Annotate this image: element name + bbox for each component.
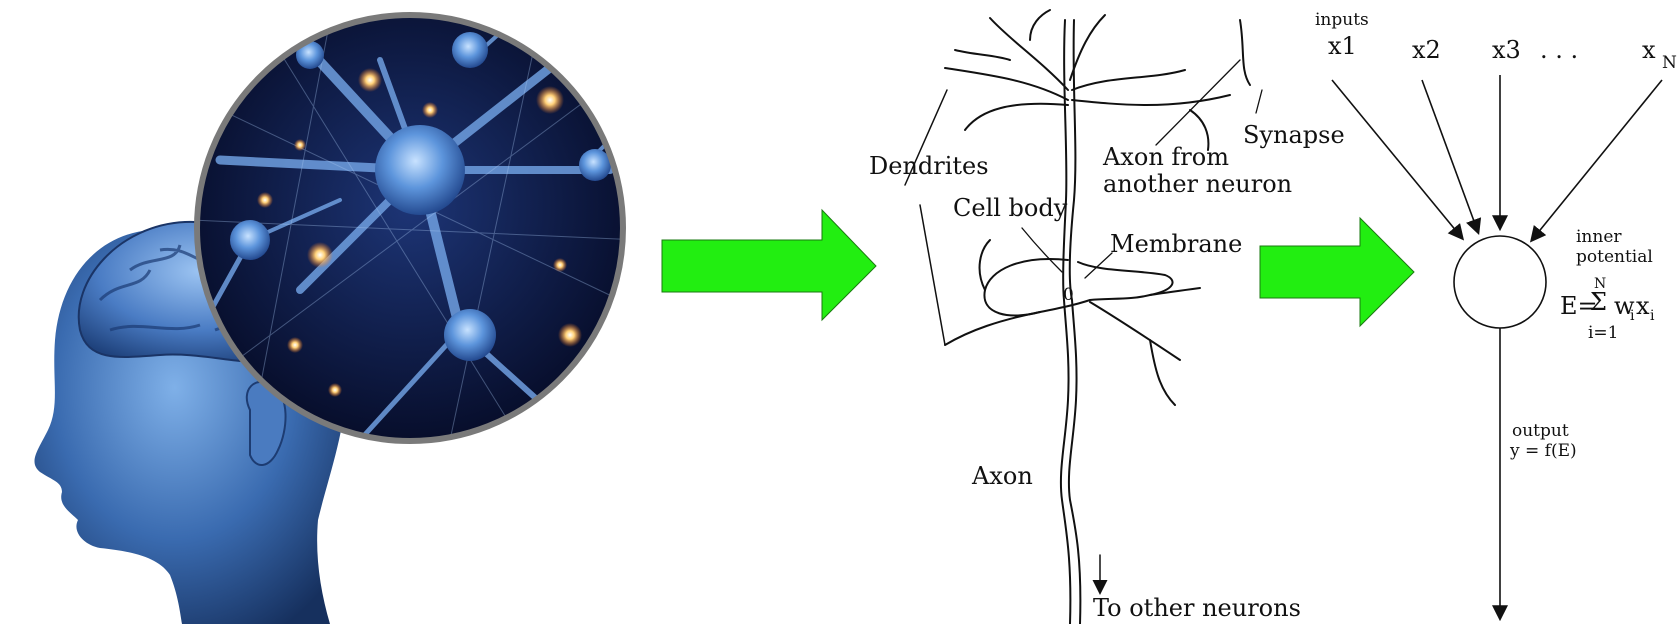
label-output: output (1512, 421, 1569, 441)
green-arrow-1 (662, 210, 876, 320)
label-axon-from-line1: Axon from (1102, 143, 1229, 171)
label-membrane: Membrane (1110, 230, 1242, 258)
label-inner: inner (1576, 227, 1622, 247)
label-output-formula: y = f(E) (1509, 441, 1577, 461)
input-line-x2 (1422, 80, 1478, 232)
equation-w-sub: i (1630, 308, 1635, 324)
sum-lower-limit: i=1 (1588, 323, 1619, 343)
input-line-x1 (1332, 80, 1462, 238)
label-synapse: Synapse (1243, 121, 1345, 149)
artificial-neuron-model (1332, 75, 1662, 618)
input-line-xN (1532, 80, 1662, 240)
label-potential: potential (1576, 247, 1653, 267)
label-to-other-neurons: To other neurons (1093, 594, 1301, 622)
label-x3: x3 (1492, 36, 1521, 64)
label-x2: x2 (1412, 36, 1441, 64)
label-dots: . . . (1540, 36, 1578, 64)
label-dendrites: Dendrites (869, 152, 989, 180)
label-axon-from-line2: another neuron (1103, 170, 1292, 198)
label-xN: x (1642, 36, 1656, 64)
label-xN-subscript: N (1662, 53, 1677, 73)
neuron-closeup-circle (190, 15, 640, 441)
label-axon: Axon (971, 462, 1033, 490)
green-arrow-2 (1260, 218, 1414, 326)
label-nucleus: 0 (1063, 285, 1074, 305)
equation-x: x (1636, 292, 1650, 320)
equation-lhs: E= (1560, 292, 1598, 320)
summation-node (1454, 236, 1546, 328)
label-x1: x1 (1328, 32, 1357, 60)
equation-x-sub: i (1650, 308, 1655, 324)
biological-neuron-sketch (905, 10, 1262, 624)
label-inputs: inputs (1315, 10, 1369, 30)
label-cell-body: Cell body (953, 194, 1068, 222)
